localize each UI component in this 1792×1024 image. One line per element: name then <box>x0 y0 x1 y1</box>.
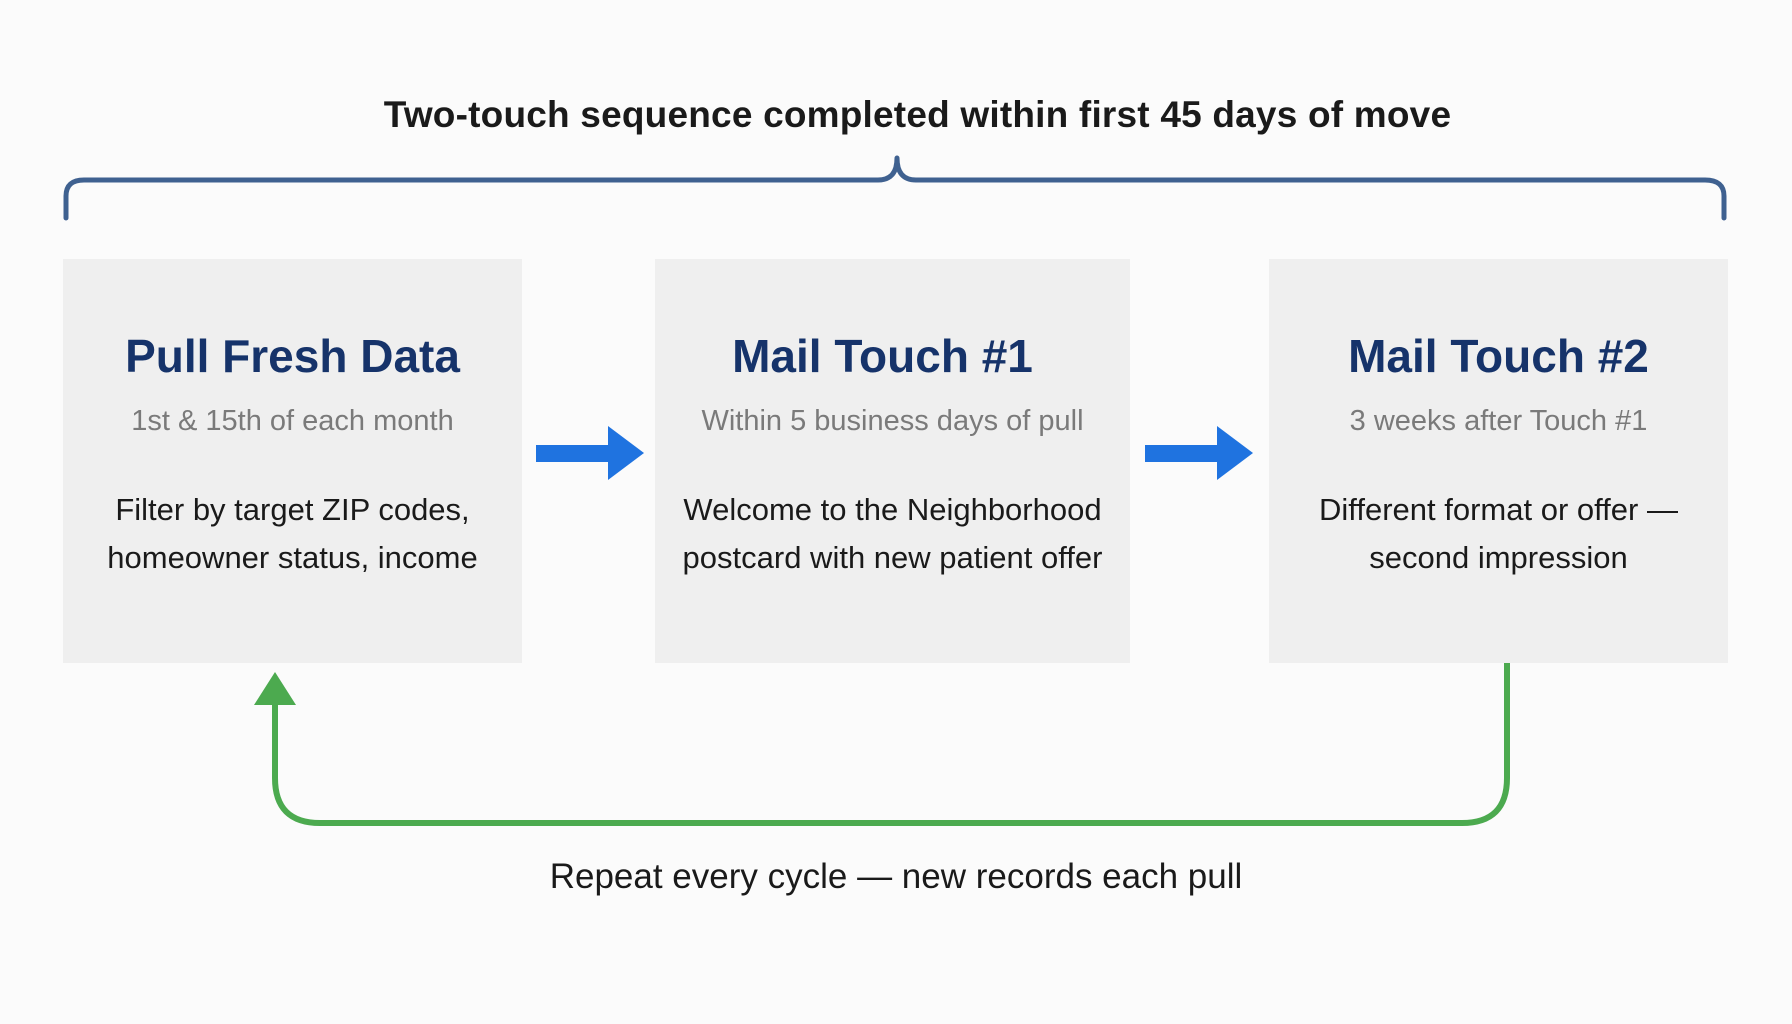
step-card-mail-touch-2: Mail Touch #2 3 weeks after Touch #1 Dif… <box>1269 259 1728 663</box>
step-description: Different format or offer — second impre… <box>1319 492 1678 575</box>
step-description: Welcome to the Neighborhood postcard wit… <box>682 492 1103 575</box>
step-timing: 3 weeks after Touch #1 <box>1349 405 1648 437</box>
sequence-span-label: Two-touch sequence completed within firs… <box>383 94 1452 135</box>
step-card-mail-touch-1: Mail Touch #1 Within 5 business days of … <box>655 259 1130 663</box>
step-description: Filter by target ZIP codes, homeowner st… <box>107 492 478 575</box>
flow-arrow-2 <box>1145 426 1253 480</box>
step-title: Mail Touch #1 <box>732 330 1033 382</box>
step-title: Mail Touch #2 <box>1348 330 1649 382</box>
loop-label: Repeat every cycle — new records each pu… <box>0 857 1792 897</box>
step-timing: 1st & 15th of each month <box>131 405 454 437</box>
loop-label-text: Repeat every cycle — new records each pu… <box>549 857 1243 896</box>
flow-arrow-1 <box>536 426 644 480</box>
loop-back-arrowhead <box>254 672 296 705</box>
step-card-pull-fresh-data: Pull Fresh Data 1st & 15th of each month… <box>63 259 522 663</box>
loop-back-line <box>272 663 1510 826</box>
step-timing: Within 5 business days of pull <box>701 405 1084 437</box>
step-title: Pull Fresh Data <box>125 330 460 382</box>
span-bracket <box>63 155 1727 221</box>
